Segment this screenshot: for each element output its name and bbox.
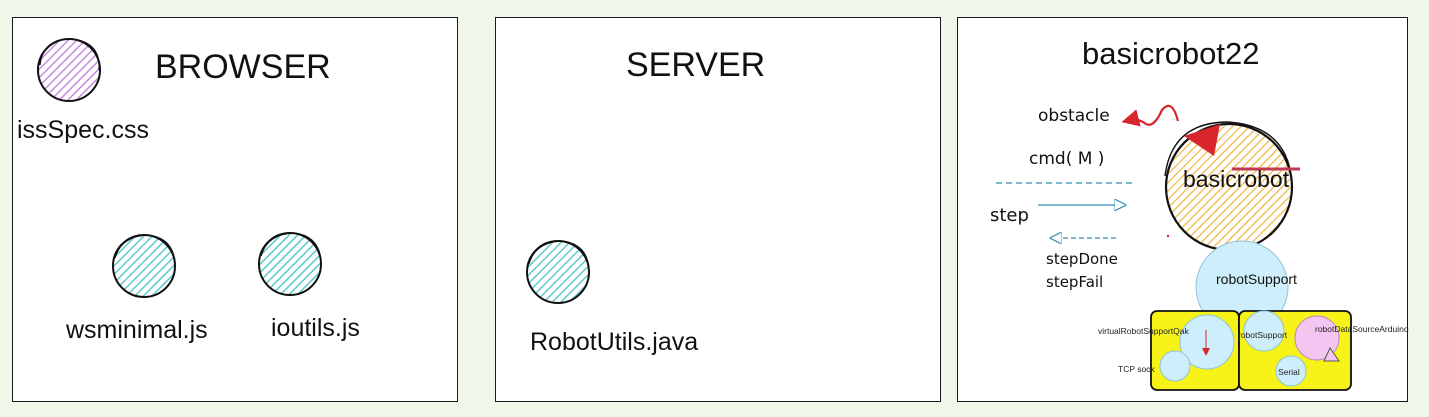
ioutils-file-label: ioutils.js [271,314,360,342]
robot-support-small-node [1243,310,1285,352]
css-file-icon [37,38,101,102]
css-file-label: issSpec.css [17,116,149,144]
robot-title: basicrobot22 [1082,36,1260,71]
browser-panel: BROWSER issSpec.css wsminimal.js iout [12,17,458,402]
basicrobot-icon [1164,121,1300,252]
step-label: step [990,205,1029,226]
java-file-icon [526,240,590,304]
browser-title: BROWSER [155,48,331,86]
robot-diagram [996,104,1352,391]
data-source-node [1294,315,1340,361]
ioutils-file-icon [258,232,322,296]
basicrobot-label: basicrobot [1183,166,1290,192]
robot-support-small-label: robotSupport [1238,330,1288,340]
tcp-label: TCP sock [1118,364,1155,374]
wsminimal-file-label: wsminimal.js [66,316,208,344]
tcp-node [1159,350,1191,382]
step-done-label: stepDone [1046,250,1118,268]
browser-file-icons [37,38,322,298]
robot-support-label: robotSupport [1216,271,1297,287]
server-panel: SERVER RobotUtils.java [495,17,941,402]
basicrobot-panel: basicrobot22 [957,17,1409,402]
obstacle-label: obstacle [1038,106,1110,126]
virtual-support-node [1179,314,1235,370]
cmd-label: cmd( M ) [1029,149,1105,169]
server-title: SERVER [626,46,766,84]
serial-node [1275,355,1307,387]
java-file-label: RobotUtils.java [530,328,699,356]
virtual-support-label: virtualRobotSupportQak [1098,326,1189,336]
serial-label: Serial [1278,367,1300,377]
server-file-icons [526,240,590,304]
wsminimal-file-icon [112,234,176,298]
data-source-arrow [1323,346,1340,362]
data-source-label: robotDataSourceArduino [1315,324,1409,334]
step-fail-label: stepFail [1046,273,1104,291]
obstacle-arrow [1121,104,1180,127]
